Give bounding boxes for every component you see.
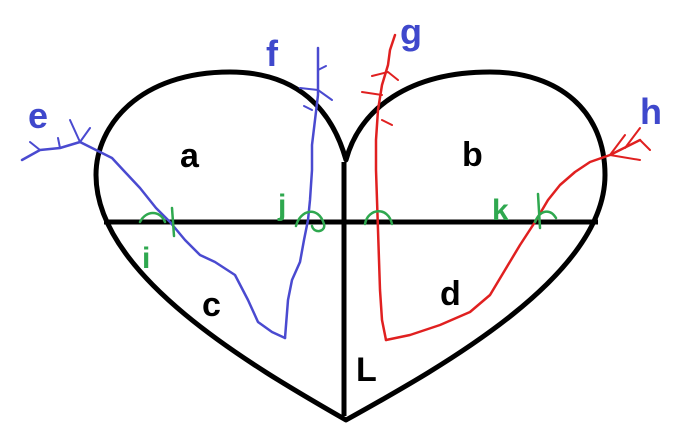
region-label-c: c bbox=[202, 286, 221, 324]
path-label-e: e bbox=[28, 95, 48, 136]
path-h-twigs bbox=[609, 127, 651, 161]
crossing-label-i: i bbox=[142, 242, 150, 275]
path-g-line bbox=[374, 33, 397, 342]
crossing-mark-i bbox=[138, 206, 176, 238]
path-label-g: g bbox=[400, 11, 422, 52]
crossing-label-j: j bbox=[277, 189, 286, 222]
path-f-line bbox=[283, 46, 320, 340]
line-label-L: L bbox=[356, 351, 377, 389]
crossing-mark-center bbox=[363, 210, 394, 226]
path-e-twigs bbox=[29, 119, 91, 151]
crossing-label-k: k bbox=[492, 194, 509, 227]
path-e-line bbox=[20, 140, 287, 340]
path-label-f: f bbox=[266, 33, 279, 74]
path-label-h: h bbox=[640, 91, 662, 132]
path-f-twigs bbox=[299, 65, 333, 111]
region-label-d: d bbox=[440, 275, 461, 313]
crossing-mark-k bbox=[533, 192, 558, 230]
path-h-line bbox=[384, 138, 642, 342]
crossing-mark-j bbox=[294, 210, 326, 233]
path-g-twigs bbox=[361, 71, 399, 126]
heart-outline bbox=[93, 69, 608, 423]
region-label-a: a bbox=[180, 137, 200, 175]
region-label-b: b bbox=[462, 136, 483, 174]
